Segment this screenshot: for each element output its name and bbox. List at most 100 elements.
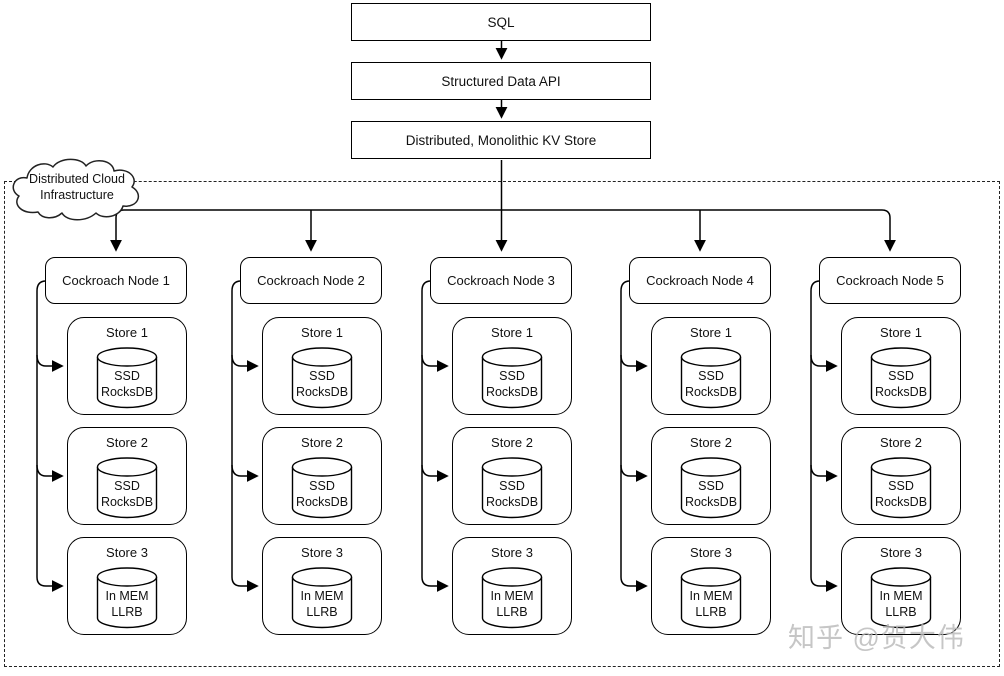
store-list: Store 1 SSD RocksDB Store 2 SSD RocksDB … (651, 317, 771, 635)
database-label-line1: SSD (888, 479, 914, 493)
database-label: SSD RocksDB (466, 368, 558, 400)
database-label-line1: SSD (888, 369, 914, 383)
connector-arrow (36, 354, 64, 372)
store-box: Store 1 SSD RocksDB (67, 317, 187, 415)
database-cylinder-icon (291, 567, 353, 629)
store-box: Store 3 In MEM LLRB (262, 537, 382, 635)
database-cylinder-icon (870, 457, 932, 519)
database-label-line1: In MEM (105, 589, 149, 603)
database-label-line2: LLRB (306, 605, 338, 619)
store-label: Store 2 (880, 435, 922, 450)
database-label-line1: SSD (499, 369, 525, 383)
cockroach-node-label: Cockroach Node 4 (646, 273, 754, 288)
connector-arrow (810, 354, 838, 372)
database-cylinder: SSD RocksDB (96, 457, 158, 519)
store-box: Store 1 SSD RocksDB (262, 317, 382, 415)
connector-arrow (36, 464, 64, 482)
sql-layer-label: SQL (487, 14, 515, 30)
database-label: SSD RocksDB (855, 478, 947, 510)
database-label: SSD RocksDB (81, 368, 173, 400)
cockroach-node-box: Cockroach Node 1 (45, 257, 187, 304)
database-label-line2: RocksDB (295, 385, 349, 399)
cockroach-node-label: Cockroach Node 5 (836, 273, 944, 288)
database-label-line1: SSD (309, 479, 335, 493)
database-label-line2: LLRB (496, 605, 528, 619)
database-cylinder: SSD RocksDB (870, 347, 932, 409)
database-cylinder: SSD RocksDB (291, 457, 353, 519)
database-label-line2: LLRB (111, 605, 143, 619)
cockroach-node-box: Cockroach Node 4 (629, 257, 771, 304)
database-label-line1: SSD (698, 479, 724, 493)
store-box: Store 2 SSD RocksDB (452, 427, 572, 525)
database-cylinder: In MEM LLRB (870, 567, 932, 629)
database-label-line1: In MEM (689, 589, 733, 603)
store-list: Store 1 SSD RocksDB Store 2 SSD RocksDB … (67, 317, 187, 635)
store-label: Store 2 (491, 435, 533, 450)
database-label-line2: RocksDB (874, 495, 928, 509)
cockroach-node-column: Cockroach Node 2 Store 1 SSD RocksDB Sto… (240, 257, 382, 635)
store-box: Store 2 SSD RocksDB (841, 427, 961, 525)
store-box: Store 1 SSD RocksDB (651, 317, 771, 415)
database-label: SSD RocksDB (276, 478, 368, 510)
database-cylinder-icon (680, 567, 742, 629)
cockroach-node-box: Cockroach Node 2 (240, 257, 382, 304)
cockroach-node-column: Cockroach Node 5 Store 1 SSD RocksDB Sto… (819, 257, 961, 635)
store-list: Store 1 SSD RocksDB Store 2 SSD RocksDB … (262, 317, 382, 635)
kv-store-label: Distributed, Monolithic KV Store (405, 132, 597, 148)
database-label-line2: RocksDB (100, 385, 154, 399)
store-label: Store 1 (106, 325, 148, 340)
structured-data-api-label: Structured Data API (441, 73, 561, 89)
store-label: Store 3 (301, 545, 343, 560)
connector-arrow (620, 464, 648, 482)
database-cylinder: SSD RocksDB (96, 347, 158, 409)
database-label-line1: SSD (499, 479, 525, 493)
store-label: Store 2 (301, 435, 343, 450)
database-cylinder-icon (680, 457, 742, 519)
database-label: SSD RocksDB (81, 478, 173, 510)
database-cylinder: In MEM LLRB (291, 567, 353, 629)
database-label-line2: RocksDB (295, 495, 349, 509)
cloud-label: Distributed Cloud Infrastructure (5, 155, 149, 223)
store-box: Store 2 SSD RocksDB (67, 427, 187, 525)
database-cylinder-icon (291, 457, 353, 519)
store-box: Store 3 In MEM LLRB (651, 537, 771, 635)
database-label-line2: RocksDB (874, 385, 928, 399)
database-label: SSD RocksDB (466, 478, 558, 510)
connector-arrow (810, 280, 838, 592)
database-label-line2: RocksDB (100, 495, 154, 509)
cockroach-node-label: Cockroach Node 2 (257, 273, 365, 288)
connector-arrow (231, 354, 259, 372)
database-label-line1: SSD (309, 369, 335, 383)
database-label-line1: In MEM (300, 589, 344, 603)
database-label: In MEM LLRB (855, 588, 947, 620)
database-label: In MEM LLRB (276, 588, 368, 620)
cloud-shape: Distributed Cloud Infrastructure (5, 155, 149, 223)
store-box: Store 3 In MEM LLRB (67, 537, 187, 635)
database-label-line2: LLRB (695, 605, 727, 619)
database-cylinder-icon (96, 567, 158, 629)
store-label: Store 3 (880, 545, 922, 560)
store-label: Store 1 (690, 325, 732, 340)
kv-store-box: Distributed, Monolithic KV Store (351, 121, 651, 159)
database-label-line2: RocksDB (684, 385, 738, 399)
database-label: SSD RocksDB (665, 478, 757, 510)
database-cylinder-icon (680, 347, 742, 409)
cockroach-node-column: Cockroach Node 1 Store 1 SSD RocksDB Sto… (45, 257, 187, 635)
database-label-line1: In MEM (879, 589, 923, 603)
database-label: In MEM LLRB (81, 588, 173, 620)
database-cylinder-icon (481, 347, 543, 409)
store-box: Store 3 In MEM LLRB (841, 537, 961, 635)
store-label: Store 1 (880, 325, 922, 340)
database-cylinder: In MEM LLRB (680, 567, 742, 629)
database-cylinder: SSD RocksDB (481, 347, 543, 409)
edge-group (36, 41, 896, 592)
connector-arrow (810, 464, 838, 482)
connector-arrow (421, 464, 449, 482)
database-label-line1: SSD (114, 369, 140, 383)
connector-arrow (881, 209, 896, 252)
cockroach-node-box: Cockroach Node 3 (430, 257, 572, 304)
database-cylinder: In MEM LLRB (481, 567, 543, 629)
cockroach-node-column: Cockroach Node 4 Store 1 SSD RocksDB Sto… (629, 257, 771, 635)
